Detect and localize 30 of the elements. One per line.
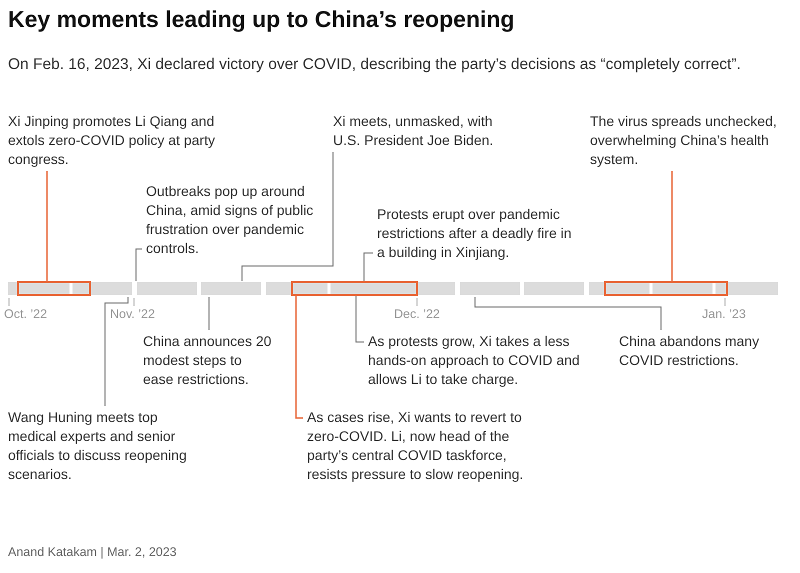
leader-line <box>104 296 128 406</box>
axis-label: Oct. ’22 <box>4 307 48 321</box>
chart-title: Key moments leading up to China’s reopening <box>8 6 514 33</box>
event-annotation: Outbreaks pop up around China, amid signs of public frustration over pandemic controls. <box>146 182 328 258</box>
leader-line <box>208 296 210 330</box>
axis-label: Nov. ’22 <box>110 307 155 321</box>
leader-line <box>671 171 673 281</box>
event-annotation: As cases rise, Xi wants to revert to zero-COVID. Li, now head of the party’s central COVID taskforce, resists pressure to slow reopening. <box>307 408 545 484</box>
event-annotation: As protests grow, Xi takes a less hands-on approach to COVID and allows Li to take charge. <box>368 332 598 389</box>
event-annotation: China abandons many COVID restrictions. <box>619 332 769 370</box>
leader-line <box>295 296 303 419</box>
highlight-range <box>17 281 91 296</box>
event-annotation: China announces 20 modest steps to ease restrictions. <box>143 332 275 389</box>
axis-label: Jan. ’23 <box>702 307 746 321</box>
leader-line <box>242 152 334 282</box>
highlight-range <box>291 281 418 296</box>
subtitle: On Feb. 16, 2023, Xi declared victory over COVID, describing the party’s decisions as “completely correct”. <box>8 56 741 74</box>
highlight-range <box>604 281 728 296</box>
leader-line <box>474 296 662 330</box>
axis-label: Dec. ’22 <box>394 307 440 321</box>
event-annotation: Xi meets, unmasked, with U.S. President Joe Biden. <box>333 112 511 150</box>
byline: Anand Katakam | Mar. 2, 2023 <box>8 545 177 559</box>
leader-line <box>364 252 374 282</box>
leader-line <box>356 296 364 342</box>
leader-line <box>46 171 48 281</box>
event-annotation: Protests erupt over pandemic restrictions after a deadly fire in a building in Xinjiang. <box>377 205 582 262</box>
event-annotation: Wang Huning meets top medical experts and senior officials to discuss reopening scenarios. <box>8 408 198 484</box>
event-annotation: Xi Jinping promotes Li Qiang and extols zero-COVID policy at party congress. <box>8 112 216 169</box>
event-annotation: The virus spreads unchecked, overwhelming China’s health system. <box>590 112 780 169</box>
leader-line <box>136 248 142 282</box>
